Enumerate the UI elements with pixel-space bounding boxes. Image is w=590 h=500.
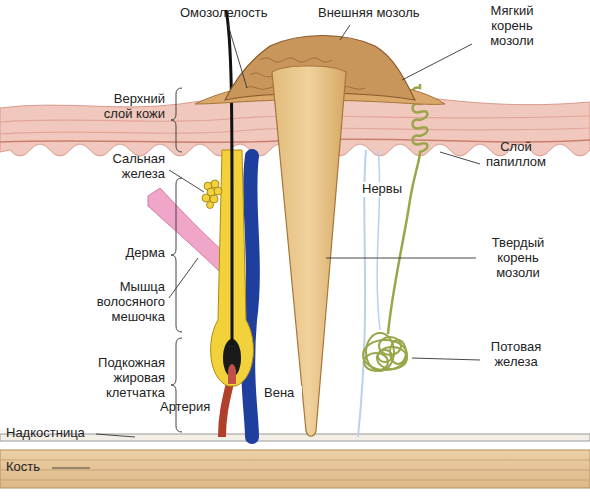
part-label: Подкожная жировая клетчатка [70,356,165,401]
artery [222,383,230,437]
sweat-gland-coil [363,333,407,371]
leader-line [169,258,198,298]
gland-lobe [207,202,214,209]
periosteum [0,434,590,441]
part-label: Слой папиллом [480,140,552,170]
hard-callus-root [272,66,346,436]
part-label: Дерма [95,246,165,261]
leader-line [326,258,476,259]
hair-shaft [226,10,232,345]
part-label: Надкостница [6,426,98,441]
part-label: Сальная железа [95,152,165,182]
gland-lobe [214,187,222,195]
leader-line [440,152,480,164]
leader-lines [52,25,480,468]
part-label: Нервы [360,182,408,197]
gland-lobe [202,194,210,202]
sweat-duct [388,84,428,334]
leader-line [412,358,480,360]
part-label: Мягкий корень мозоли [472,4,552,49]
part-label: Вена [262,386,302,401]
nerve [377,150,380,330]
part-label: Твердый корень мозоли [478,236,558,281]
layer-bracket [171,338,182,432]
leader-line [52,468,90,469]
hair-papilla [228,364,236,384]
leader-line [228,25,247,88]
vein [248,156,253,437]
gland-loop [390,340,406,364]
part-label: Мышца волосяного мешочка [70,280,165,325]
leader-line [402,44,472,80]
part-label: Кость [6,460,66,475]
leader-line [340,25,350,40]
layer-bracket [171,178,182,332]
sebaceous-gland [202,180,222,209]
part-label: Внешняя мозоль [318,6,448,21]
part-label: Артерия [160,400,218,415]
part-label: Верхний слой кожи [90,92,165,122]
part-label: Потовая железа [480,340,552,370]
part-label: Омозолелость [180,6,290,21]
leader-line [96,434,135,437]
bone [0,450,590,488]
layer-bracket [171,88,182,152]
bone-texture [0,460,590,480]
follicle-muscle [148,188,224,276]
leader-line [169,170,204,192]
